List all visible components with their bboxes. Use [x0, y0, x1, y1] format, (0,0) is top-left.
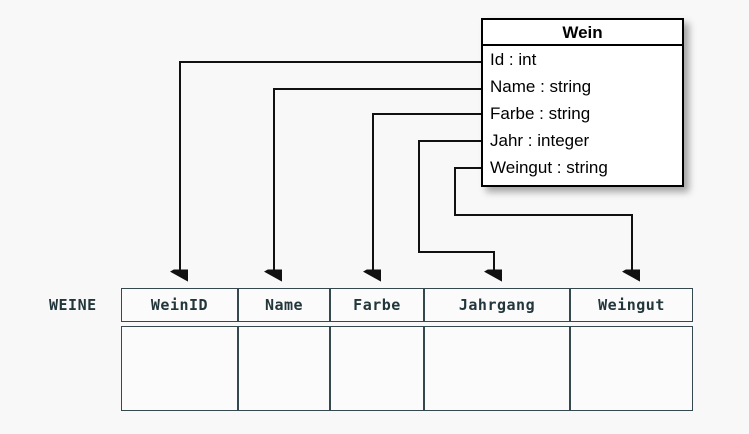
uml-class-title: Wein — [483, 20, 682, 46]
uml-attribute-weingut: Weingut : string — [490, 158, 608, 177]
table-cell-weingut[interactable] — [570, 326, 693, 411]
table-header-farbe[interactable]: Farbe — [330, 288, 424, 322]
connector-farbe-to-farbe — [373, 113, 481, 272]
table-header-weinid[interactable]: WeinID — [121, 288, 238, 322]
uml-attribute-name: Name : string — [490, 77, 592, 96]
connector-name-to-name — [274, 88, 481, 272]
uml-class-attribute-list: Id : int Name : string Farbe : string Ja… — [483, 46, 682, 181]
table-header-weingut[interactable]: Weingut — [570, 288, 693, 322]
uml-attribute-jahr: Jahr : integer — [490, 131, 590, 150]
uml-attribute-id: Id : int — [490, 50, 537, 69]
table-cell-jahrgang[interactable] — [424, 326, 570, 411]
table-header-name[interactable]: Name — [238, 288, 330, 322]
table-cell-name[interactable] — [238, 326, 330, 411]
connector-id-to-weinid — [180, 61, 481, 272]
table-header-jahrgang[interactable]: Jahrgang — [424, 288, 570, 322]
table-cell-farbe[interactable] — [330, 326, 424, 411]
uml-attribute-farbe: Farbe : string — [490, 104, 591, 123]
table-header-row: WeinID Name Farbe Jahrgang Weingut — [121, 288, 693, 322]
uml-class-box-wein[interactable]: Wein Id : int Name : string Farbe : stri… — [481, 18, 684, 187]
relation-table-weine[interactable]: WeinID Name Farbe Jahrgang Weingut — [121, 288, 693, 411]
relation-name-label: WEINE — [49, 296, 97, 314]
table-row[interactable] — [121, 326, 693, 411]
table-cell-weinid[interactable] — [121, 326, 238, 411]
